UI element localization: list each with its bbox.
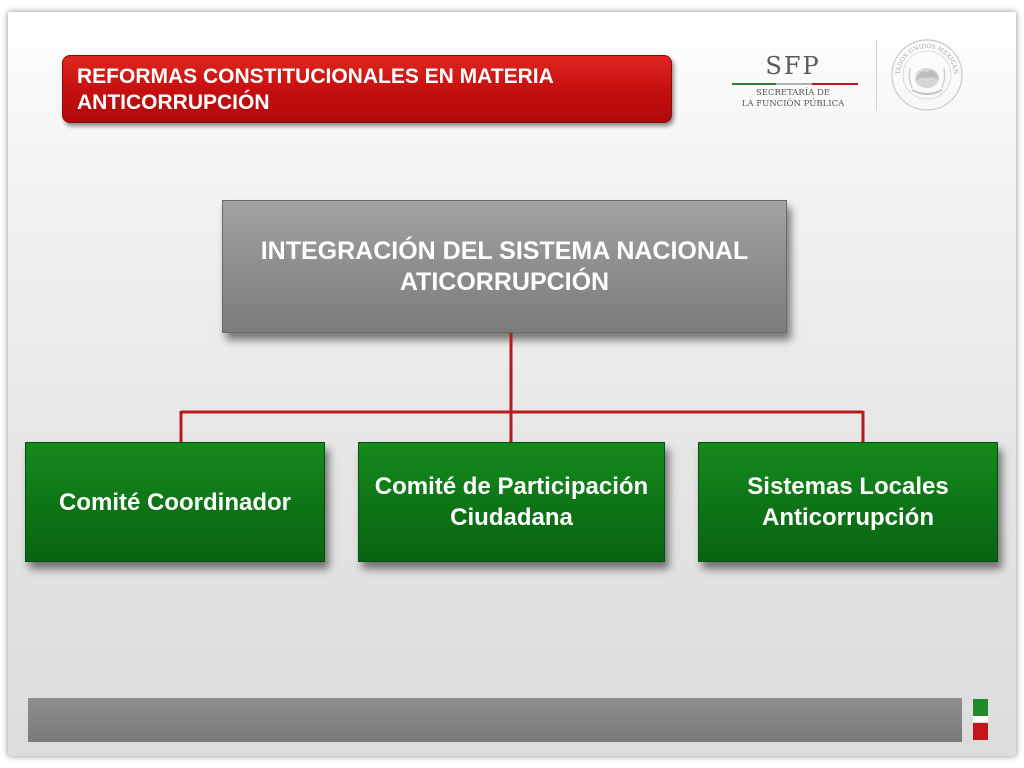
logo-divider [876,40,877,110]
child-node-sistemas-locales: Sistemas Locales Anticorrupción [698,442,998,562]
child-node-label: Comité de Participación Ciudadana [374,473,649,531]
slide-title: REFORMAS CONSTITUCIONALES EN MATERIA ANT… [62,55,672,123]
logo-grey-stripe [776,83,812,85]
flag-green-square [973,699,988,716]
child-node-participacion: Comité de Participación Ciudadana [358,442,665,562]
sfp-subtitle-line2: LA FUNCIÓN PÚBLICA [741,99,845,109]
child-node-coordinador: Comité Coordinador [25,442,325,562]
logo-red-stripe [812,83,858,85]
sfp-logo: SFP SECRETARÍA DE LA FUNCIÓN PÚBLICA [728,50,868,114]
root-node: INTEGRACIÓN DEL SISTEMA NACIONAL ATICORR… [222,200,787,333]
logo-green-stripe [732,83,776,85]
child-node-label: Sistemas Locales Anticorrupción [747,473,949,531]
footer-bar [28,698,962,742]
sfp-subtitle: SECRETARÍA DE LA FUNCIÓN PÚBLICA [728,88,858,110]
child-node-label: Comité Coordinador [59,488,291,516]
national-seal-icon: ESTADOS UNIDOS MEXICANOS [890,38,963,111]
sfp-acronym: SFP [765,52,821,80]
flag-white-square [973,716,988,722]
sfp-subtitle-line1: SECRETARÍA DE [755,88,831,98]
flag-red-square [973,723,988,740]
root-node-label: INTEGRACIÓN DEL SISTEMA NACIONAL ATICORR… [260,236,749,296]
